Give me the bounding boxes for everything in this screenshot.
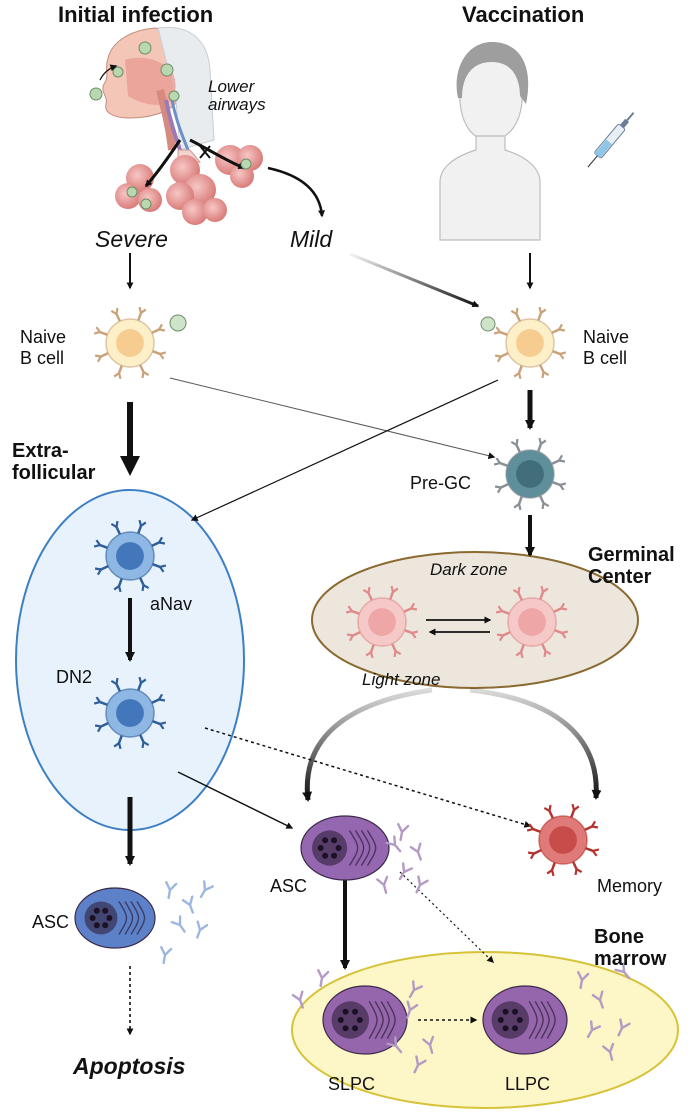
virus-icon	[480, 316, 496, 332]
light-zone-label: Light zone	[362, 670, 441, 689]
anav-label: aNav	[150, 594, 193, 614]
asc-center-cell	[300, 815, 390, 881]
lung-alveoli	[115, 145, 263, 225]
virus-icon	[89, 41, 252, 210]
llpc-label: LLPC	[505, 1074, 551, 1094]
slpc-cell	[322, 985, 408, 1055]
severe-label: Severe	[95, 226, 168, 252]
naive-b-cell-left	[93, 306, 167, 380]
antibodies-center	[376, 823, 429, 894]
memory-label: Memory	[597, 876, 663, 896]
bone-marrow-label: Bone marrow	[594, 926, 667, 970]
dark-zone-cell	[495, 585, 569, 659]
initial-infection-header: Initial infection	[58, 2, 214, 27]
dn2-label: DN2	[56, 667, 93, 687]
virus-icon	[169, 314, 187, 332]
antibodies-marrow-left	[291, 969, 435, 1074]
vaccination-header: Vaccination	[462, 2, 585, 27]
naive-b-cell-right	[493, 306, 567, 380]
asc-left-label: ASC	[32, 912, 70, 932]
antibodies-marrow-right	[577, 962, 631, 1061]
pre-gc-label: Pre-GC	[410, 473, 472, 493]
extrafollicular-label: Extra- follicular	[12, 440, 96, 484]
anav-cell	[93, 519, 167, 593]
memory-cell	[526, 803, 600, 877]
lower-airways-label: Lower airways	[208, 77, 266, 114]
vaccinated-person-illustration	[439, 42, 635, 241]
llpc-cell	[482, 985, 568, 1055]
pre-gc-cell	[493, 437, 567, 511]
dn2-cell	[93, 676, 167, 750]
naive-b-cell-right-label: Naive B cell	[583, 327, 630, 368]
light-zone-cell	[345, 585, 419, 659]
airway-illustration	[89, 26, 263, 225]
asc-center-label: ASC	[270, 876, 308, 896]
germinal-center-label: Germinal Center	[588, 544, 675, 588]
antibodies-left	[160, 880, 215, 965]
dark-zone-label: Dark zone	[430, 560, 508, 579]
asc-left-cell	[74, 887, 156, 949]
apoptosis-label: Apoptosis	[73, 1053, 186, 1079]
mild-label: Mild	[290, 226, 333, 252]
naive-b-cell-left-label: Naive B cell	[20, 327, 67, 368]
slpc-label: SLPC	[328, 1074, 376, 1094]
